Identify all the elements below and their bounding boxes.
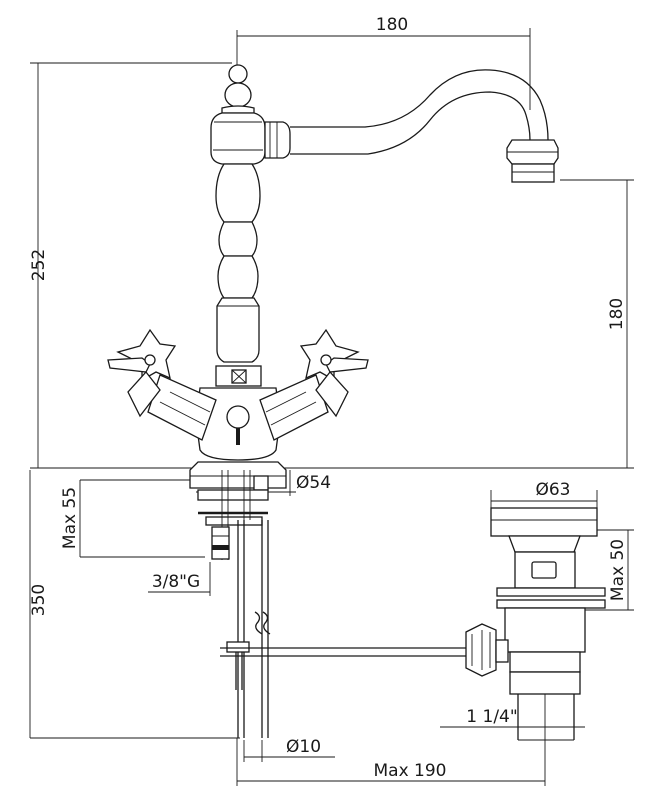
left-cross-handle [107, 328, 177, 418]
dim-rod-diameter: Ø10 [243, 737, 335, 762]
label-spout-height: 180 [607, 298, 627, 330]
label-flexible-length: 350 [29, 584, 49, 616]
dim-waste-diameter: Ø63 [490, 480, 598, 510]
dim-max-55: Max 55 [60, 479, 240, 558]
label-waste-thread: 1 1/4" [466, 707, 517, 727]
label-rod-diameter: Ø10 [286, 737, 321, 757]
right-cross-handle [299, 328, 369, 418]
label-base-diameter: Ø54 [296, 473, 331, 493]
label-spout-reach: 180 [376, 15, 408, 35]
label-waste-diameter: Ø63 [535, 480, 570, 500]
under-deck-assembly [197, 470, 480, 738]
dim-max-190: Max 190 [236, 660, 546, 786]
label-max-50: Max 50 [608, 539, 628, 601]
label-connection: 3/8"G [152, 572, 200, 592]
dim-connection: 3/8"G [148, 562, 211, 596]
label-max-55: Max 55 [60, 487, 80, 549]
label-max-190: Max 190 [374, 761, 447, 781]
dim-waste-thread: 1 1/4" [440, 707, 585, 728]
label-total-height: 252 [29, 249, 49, 281]
dim-spout-reach: 180 [236, 15, 531, 110]
dim-spout-height: 180 [560, 179, 634, 468]
dim-total-height: 252 [29, 62, 232, 468]
dim-flexible-length: 350 [29, 470, 240, 739]
faucet-body [147, 64, 559, 491]
dim-max-50: Max 50 [585, 529, 634, 611]
pop-up-waste [465, 507, 606, 741]
